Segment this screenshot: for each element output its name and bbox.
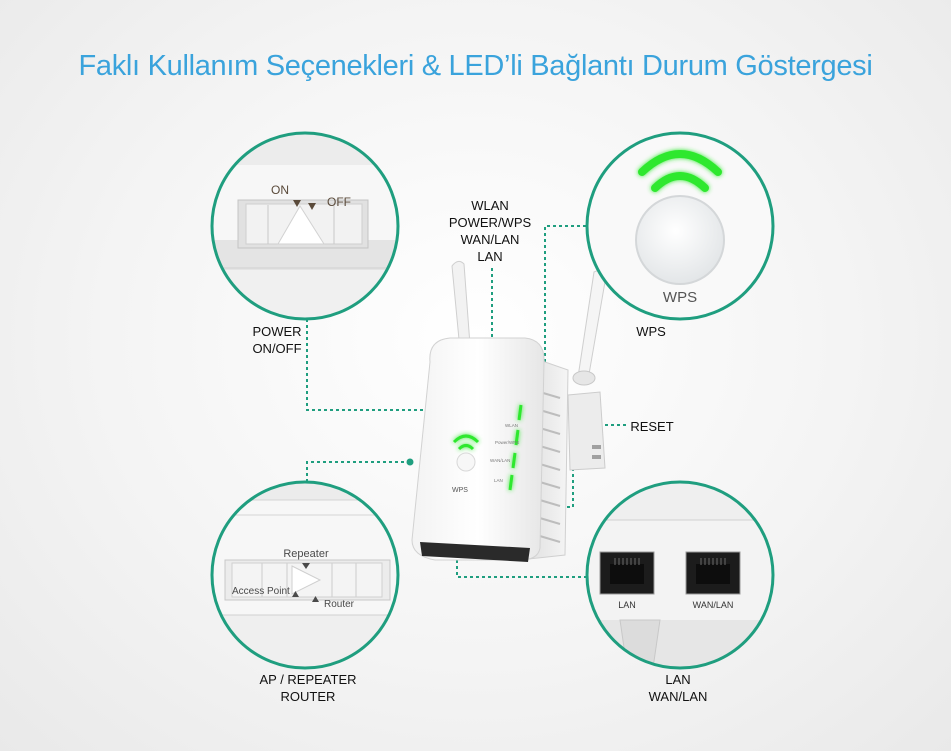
arrow-up-icon xyxy=(312,596,319,602)
callout-mode: AP / REPEATER ROUTER xyxy=(259,672,357,704)
zoom-power-switch: ON OFF xyxy=(210,131,400,321)
device-led-label-lan: LAN xyxy=(494,478,503,483)
connector-mode xyxy=(306,461,410,482)
connector-power xyxy=(306,319,432,411)
device-led-label-wlan: WLAN xyxy=(505,423,518,428)
port-wan-lan-label: WAN/LAN xyxy=(693,600,734,610)
arrow-down-icon xyxy=(293,200,301,207)
mode-router-label: Router xyxy=(324,599,355,610)
zoom-ports: LAN WAN/LAN xyxy=(585,480,775,670)
arrow-down-icon xyxy=(302,563,310,569)
switch-on-label: ON xyxy=(271,183,289,197)
arrow-down-icon xyxy=(308,203,316,210)
lan-port xyxy=(599,551,655,595)
arrow-up-icon xyxy=(292,591,299,597)
device-led-label-wanlan: WAN/LAN xyxy=(490,458,510,463)
mode-access-point-label: Access Point xyxy=(232,586,290,597)
device-leds xyxy=(508,404,523,491)
callout-power: POWER ON/OFF xyxy=(252,324,302,356)
right-antenna xyxy=(577,270,607,381)
device-wifi-icon xyxy=(452,434,480,451)
wan-lan-port xyxy=(685,551,741,595)
device-led-label-power: Power/WPS xyxy=(495,440,519,445)
wps-button-label: WPS xyxy=(663,289,697,306)
mode-repeater-label: Repeater xyxy=(283,548,329,560)
callout-ports: LAN WAN/LAN xyxy=(648,672,708,704)
page-title: Faklı Kullanım Seçenekleri & LED’li Bağl… xyxy=(78,50,873,82)
device-wps-button[interactable] xyxy=(456,452,476,472)
left-antenna xyxy=(451,260,471,351)
zoom-mode-switch: Repeater Access Point Router xyxy=(210,480,400,670)
zoom-wps-button: WPS xyxy=(585,131,775,321)
device-wps-label: WPS xyxy=(452,487,468,494)
callout-reset: RESET xyxy=(630,419,674,434)
port-lan-label: LAN xyxy=(618,600,636,610)
callout-wps: WPS xyxy=(636,324,666,339)
repeater-device: WPS WLAN Power/WPS WAN/LAN LAN xyxy=(411,260,607,562)
wifi-signal-icon xyxy=(638,150,722,192)
wps-button[interactable] xyxy=(635,195,725,285)
callout-led-list: WLAN POWER/WPS WAN/LAN LAN xyxy=(448,198,532,264)
switch-off-label: OFF xyxy=(327,195,351,209)
